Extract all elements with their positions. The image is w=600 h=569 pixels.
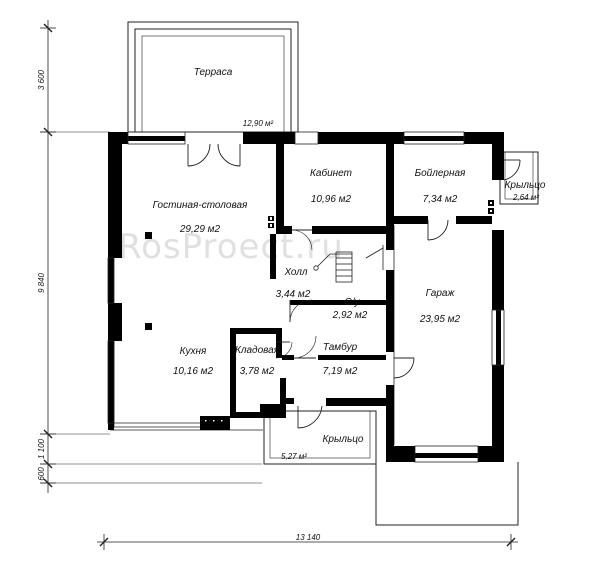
wc-name: С/у [345,297,361,308]
vestibule-area: 7,19 м2 [323,366,358,377]
living-name: Гостиная-столовая [153,200,248,211]
watermark-text: RosProect.ru [118,227,344,267]
vestibule-name: Тамбур [323,341,358,353]
boiler-area: 7,34 м2 [423,194,458,205]
kitchen-name: Кухня [180,346,207,357]
garage-name: Гараж [426,288,456,299]
terrace-area: 12,90 м² [243,119,274,128]
front-porch-area: 5,27 м² [281,452,307,461]
dim-left-top: 3 600 [37,69,46,90]
dimension-lines [40,20,518,550]
wall-vent-holes [205,202,492,422]
pantry-name: Кладовая [235,345,280,356]
dim-bottom-total: 13 140 [296,533,321,542]
pantry-area: 3,78 м2 [240,366,275,377]
garage-area: 23,95 м2 [419,314,461,325]
terrace-outline [127,21,299,133]
boiler-name: Бойлерная [415,168,466,179]
dim-left-main: 9 840 [37,272,46,293]
stairs [313,251,353,283]
doors [187,143,521,429]
hall-name: Холл [283,267,307,278]
front-porch-name: Крыльцо [323,434,364,445]
cabinet-name: Кабинет [310,167,352,179]
living-area: 29,29 м2 [179,224,221,235]
terrace-name: Терраса [194,67,233,78]
side-porch-name: Крыльцо [505,180,546,191]
hall-area: 3,44 м2 [276,289,311,300]
porch-outlines [263,151,539,526]
kitchen-area: 10,16 м2 [173,366,214,377]
wc-area: 2,92 м2 [332,310,368,321]
cabinet-area: 10,96 м2 [311,194,352,205]
dim-left-porch: 1 100 [37,438,46,459]
windows [107,131,505,463]
dim-left-bottom: 600 [37,467,46,481]
side-porch-area: 2,64 м² [512,193,539,202]
walls [108,132,504,462]
